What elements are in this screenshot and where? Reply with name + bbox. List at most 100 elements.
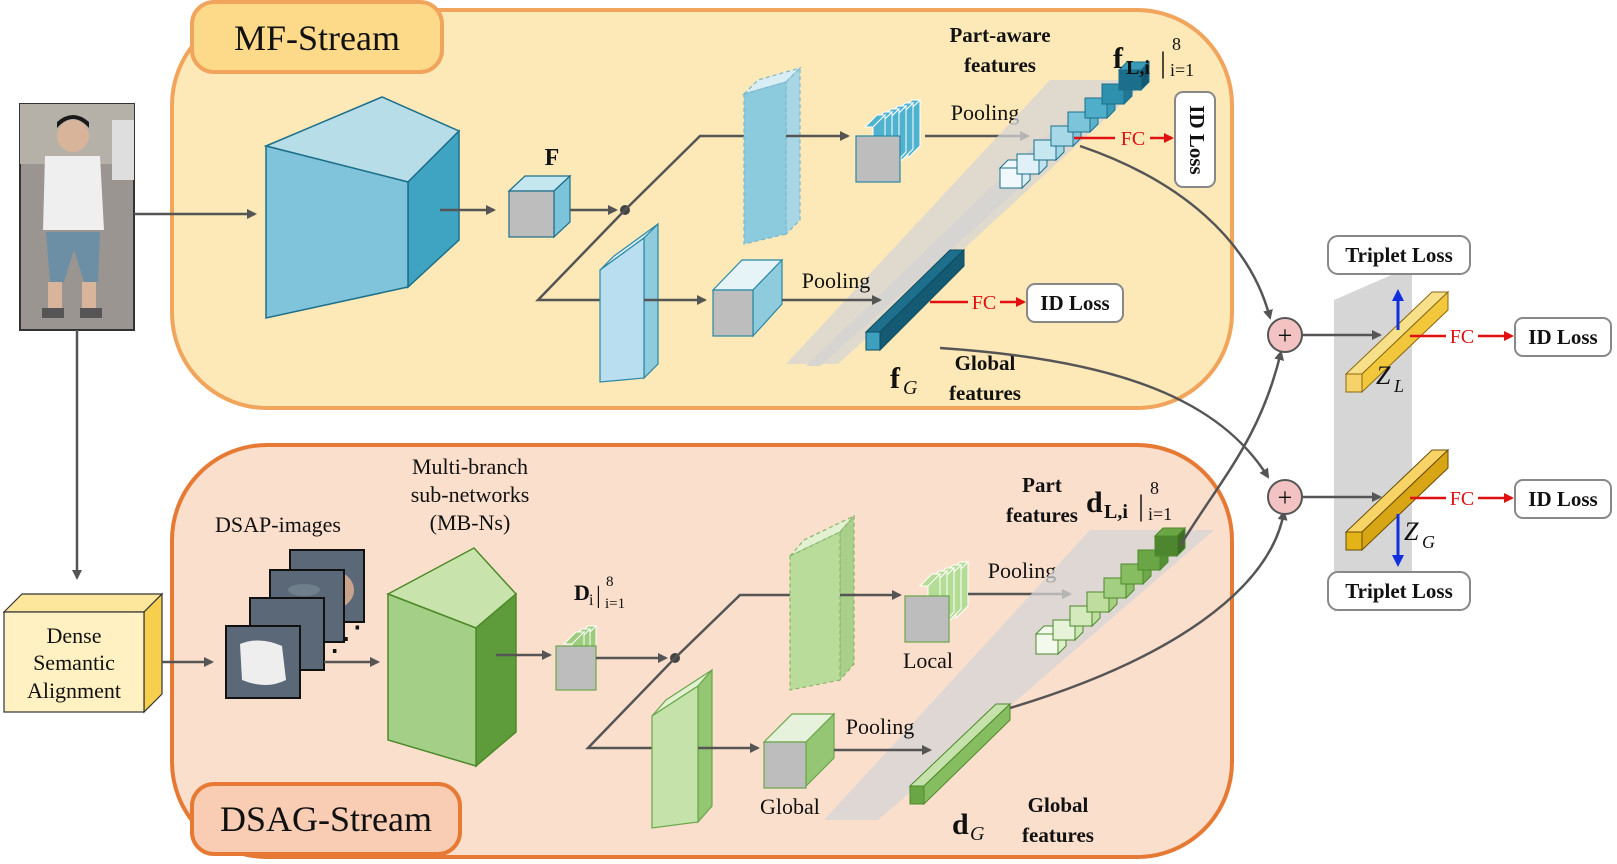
svg-text:8: 8: [1150, 478, 1159, 498]
part-aware-label-line1: Part-aware: [949, 23, 1050, 47]
dsag-local-branch-slab: [789, 514, 855, 691]
mbn-label-line2: sub-networks: [411, 482, 530, 507]
feature-map-f-cube: [507, 174, 572, 239]
dsag-di-stacked-cube: [555, 624, 598, 691]
svg-text:8: 8: [1172, 34, 1181, 54]
svg-text:i=1: i=1: [1148, 504, 1172, 524]
svg-text:Triplet Loss: Triplet Loss: [1345, 579, 1453, 603]
svg-text:G: G: [903, 377, 918, 399]
svg-text:ID Loss: ID Loss: [1040, 291, 1109, 315]
fc-global-label: FC: [972, 292, 996, 314]
svg-text:+: +: [1278, 483, 1293, 512]
fusion-projection-plane: [1334, 266, 1412, 612]
id-loss-local-box: ID Loss: [1174, 91, 1216, 188]
mbn-label-line1: Multi-branch: [412, 454, 528, 479]
f-global-symbol: f G: [890, 362, 918, 399]
curve-f-global-to-plus-bottom: [939, 346, 1270, 479]
z-g-symbol: Z G: [1404, 517, 1435, 552]
f-local-symbol: f L,i | 8 i=1: [1113, 34, 1194, 80]
svg-text:ID Loss: ID Loss: [1528, 325, 1597, 349]
svg-text:|: |: [596, 583, 601, 609]
svg-text:|: |: [1160, 46, 1166, 79]
dsap-images-label: DSAP-images: [215, 512, 341, 537]
svg-text:|: |: [1138, 489, 1144, 522]
dsag-global-features-line2: features: [1022, 823, 1094, 847]
svg-text:G: G: [970, 823, 985, 845]
fc-top-label: FC: [1450, 326, 1474, 348]
mf-stream-title: MF-Stream: [190, 0, 444, 74]
fusion-plus-bottom: +: [1267, 479, 1303, 515]
mf-stream-panel: [170, 8, 1234, 410]
svg-text:MF-Stream: MF-Stream: [234, 18, 400, 58]
dsag-global-branch-slab: [651, 668, 713, 829]
mf-local-branch-slab: [741, 66, 803, 245]
svg-text:Semantic: Semantic: [33, 650, 115, 675]
mf-backbone-frustum: [263, 96, 461, 319]
svg-text:G: G: [1422, 532, 1435, 552]
mf-local-pooling-label: Pooling: [951, 100, 1019, 125]
mf-global-pooling-label: Pooling: [802, 268, 870, 293]
svg-text:f: f: [1113, 42, 1124, 75]
triplet-loss-bottom-box: Triplet Loss: [1327, 571, 1471, 611]
part-features-label-line1: Part: [1022, 473, 1062, 497]
svg-text:d: d: [952, 808, 969, 841]
dsag-local-pooling-label: Pooling: [988, 558, 1056, 583]
dsag-global-feature-bar: [908, 702, 1012, 806]
svg-text:Alignment: Alignment: [27, 678, 121, 703]
svg-text:ID Loss: ID Loss: [1528, 487, 1597, 511]
svg-text:Z: Z: [1404, 517, 1419, 546]
svg-text:L,i: L,i: [1126, 57, 1150, 79]
dsag-backbone-frustum: [386, 547, 518, 768]
dsag-part-feature-bar: [1034, 526, 1187, 656]
svg-text:8: 8: [606, 574, 614, 590]
svg-text:+: +: [1278, 321, 1293, 350]
dsag-global-pooling-label: Pooling: [846, 714, 914, 739]
mf-part-aware-feature-bar: [998, 60, 1151, 190]
id-loss-bottom-box: ID Loss: [1514, 479, 1612, 519]
di-symbol: D i | 8 i=1: [574, 574, 625, 612]
svg-text:f: f: [890, 362, 901, 395]
curve-d-local-to-plus-top: [1178, 350, 1285, 547]
mf-global-features-line2: features: [949, 381, 1021, 405]
svg-text:DSAG-Stream: DSAG-Stream: [220, 799, 432, 839]
curve-f-local-to-plus-top: [1079, 144, 1273, 320]
fc-local-label: FC: [1121, 128, 1145, 150]
z-l-symbol: Z L: [1376, 361, 1404, 396]
svg-text:i: i: [589, 592, 594, 609]
part-aware-label-line2: features: [964, 53, 1036, 77]
svg-text:ID Loss: ID Loss: [1185, 105, 1209, 174]
dsag-global-cube: [762, 712, 836, 789]
d-global-symbol: d G: [952, 808, 985, 845]
dense-semantic-alignment-box: Dense Semantic Alignment: [2, 592, 164, 714]
z-l-feature-bar: [1344, 290, 1450, 394]
fc-bottom-label: FC: [1450, 488, 1474, 510]
fusion-plus-top: +: [1267, 317, 1303, 353]
mf-global-cube: [711, 258, 784, 338]
id-loss-top-box: ID Loss: [1514, 317, 1612, 357]
svg-text:i=1: i=1: [1170, 60, 1194, 80]
triplet-loss-top-box: Triplet Loss: [1327, 235, 1471, 275]
dsag-stream-title: DSAG-Stream: [190, 782, 462, 856]
svg-text:Z: Z: [1376, 361, 1391, 390]
svg-text:Dense: Dense: [47, 623, 102, 648]
svg-text:L: L: [1393, 376, 1404, 396]
svg-text:d: d: [1086, 486, 1103, 519]
svg-text:Triplet Loss: Triplet Loss: [1345, 243, 1453, 267]
svg-text:L,i: L,i: [1104, 501, 1128, 523]
mf-local-stacked-cube: [855, 98, 922, 183]
z-g-feature-bar: [1344, 448, 1450, 552]
dsag-local-stacked-cube: [904, 560, 970, 643]
curve-d-global-to-plus-bottom: [1009, 510, 1288, 710]
input-person-image: [19, 103, 135, 331]
mbn-label-line3: (MB-Ns): [430, 510, 511, 535]
dsag-local-label: Local: [903, 648, 953, 673]
dsap-images-stack: [225, 549, 365, 699]
id-loss-global-box: ID Loss: [1026, 283, 1124, 323]
dsap-images-dots: ⋰: [329, 621, 363, 658]
part-features-label-line2: features: [1006, 503, 1078, 527]
dsag-global-features-line1: Global: [1028, 793, 1089, 817]
svg-text:i=1: i=1: [605, 596, 625, 612]
d-local-symbol: d L,i | 8 i=1: [1086, 478, 1172, 524]
feature-map-f-label: F: [545, 145, 560, 171]
